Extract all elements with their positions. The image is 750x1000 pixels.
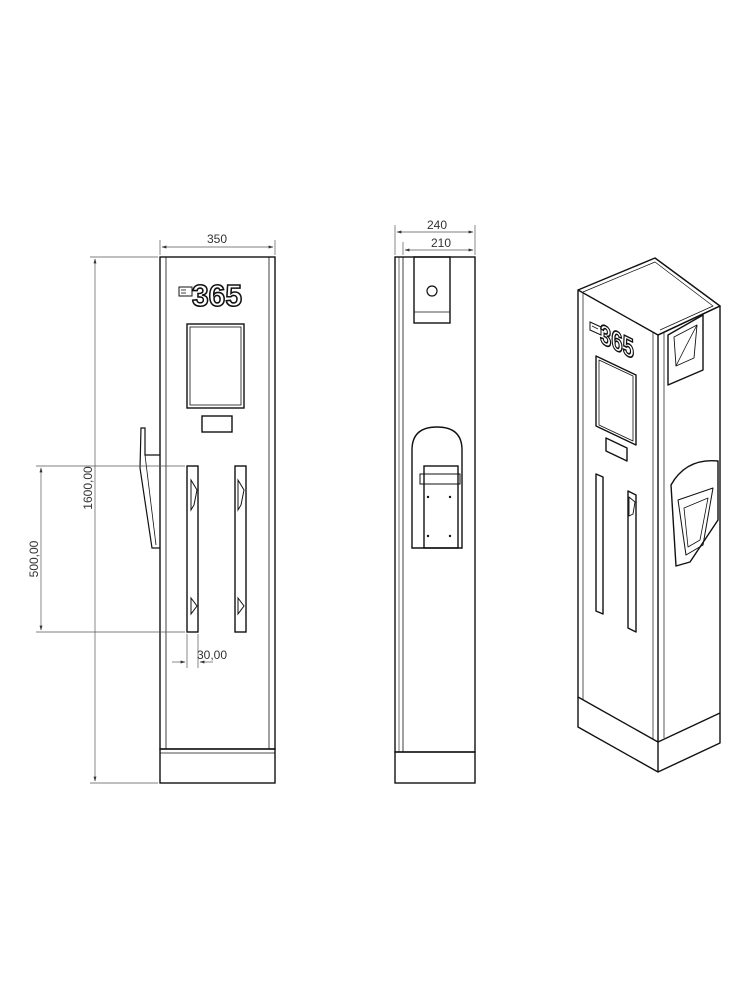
front-plinth (159, 748, 276, 784)
side-depth-total-label: 240 (427, 218, 447, 232)
front-view (139, 256, 276, 784)
front-holder-label: 500,00 (27, 540, 41, 577)
front-side-bracket (139, 427, 160, 549)
iso-view (577, 257, 721, 773)
side-body (394, 256, 476, 753)
side-top-module (413, 256, 451, 324)
front-right-holder (234, 465, 247, 633)
front-left-holder (186, 465, 199, 633)
front-width-label: 350 (207, 232, 227, 246)
card-reader-icon (178, 286, 193, 297)
iso-card-reader-icon (589, 321, 602, 336)
iso-side-holster (670, 460, 719, 567)
front-dimensions (36, 240, 276, 784)
front-display (186, 323, 245, 409)
iso-logo-number: 365 (600, 318, 634, 366)
side-button-icon (426, 285, 438, 297)
iso-right-holder (627, 490, 637, 633)
side-view (394, 256, 476, 784)
front-card-slot (201, 415, 233, 433)
front-logo-number: 365 (192, 278, 242, 313)
iso-card-slot (605, 437, 628, 462)
side-holster-plate (423, 465, 459, 549)
front-height-label: 1600,00 (81, 466, 95, 510)
front-body (159, 256, 276, 750)
iso-display (595, 355, 637, 446)
iso-left-holder (595, 473, 604, 615)
side-dimensions (394, 225, 476, 255)
side-plinth (394, 751, 476, 784)
iso-top-module (667, 314, 704, 386)
iso-right-face (657, 305, 721, 743)
front-gap-label: 30,00 (197, 648, 227, 662)
side-holster (411, 426, 463, 549)
side-depth-body-label: 210 (431, 236, 451, 250)
